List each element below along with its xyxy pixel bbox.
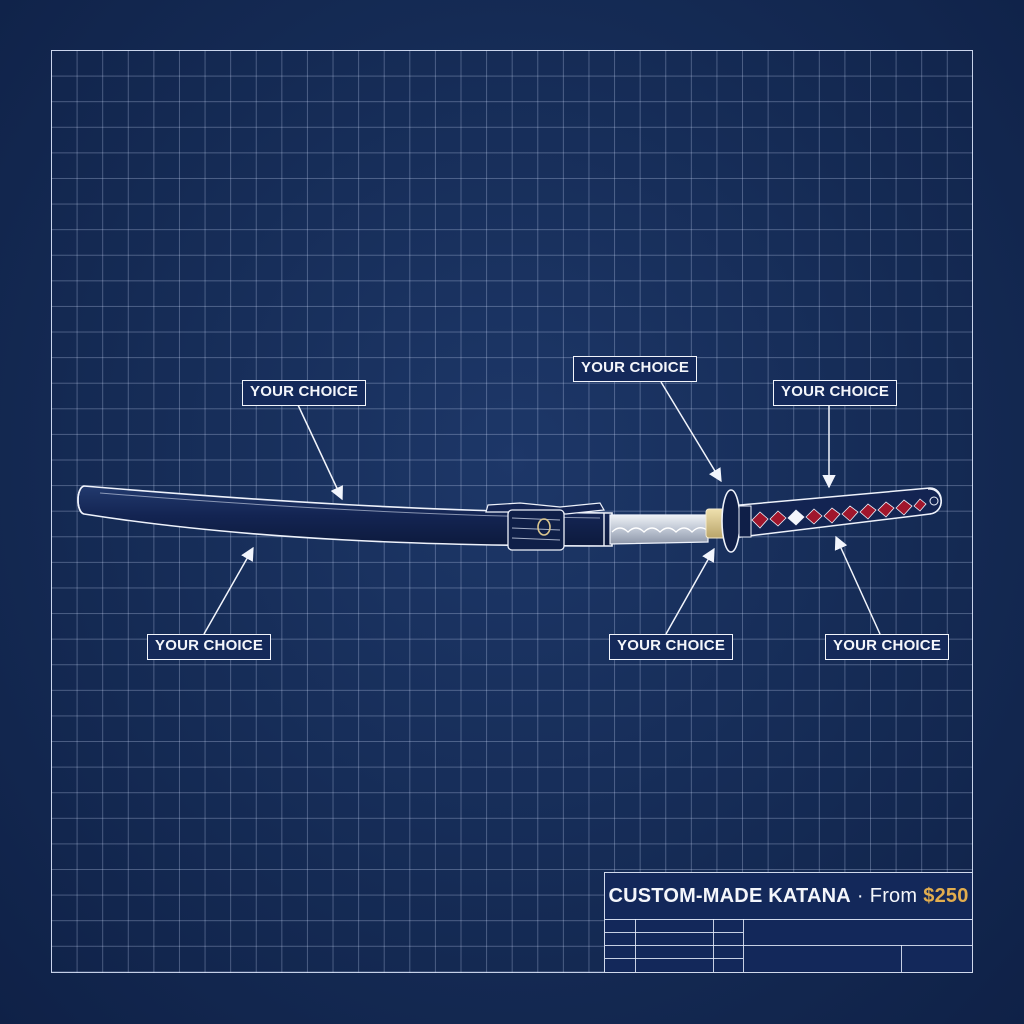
blade bbox=[609, 514, 709, 545]
title-block-rule bbox=[713, 919, 714, 972]
title-block-rule bbox=[743, 945, 972, 946]
price-value: $250 bbox=[923, 884, 969, 907]
title-block-rule bbox=[605, 932, 743, 933]
sageo-wrap bbox=[485, 502, 605, 551]
title-block-rule bbox=[635, 919, 636, 972]
callout-label-ito-top: YOUR CHOICE bbox=[773, 380, 898, 406]
tsuka-handle bbox=[738, 487, 942, 538]
callout-label-tsuba-bottom: YOUR CHOICE bbox=[609, 634, 734, 660]
callout-arrow-tsuba-top bbox=[660, 381, 722, 483]
title-block-rule bbox=[605, 945, 743, 946]
callout-label-tsuba-top: YOUR CHOICE bbox=[573, 356, 698, 382]
product-title: CUSTOM-MADE KATANA bbox=[608, 884, 851, 907]
price-prefix: From bbox=[869, 884, 918, 907]
callout-label-saya-bottom: YOUR CHOICE bbox=[147, 634, 272, 660]
title-block: CUSTOM-MADE KATANA · From $250 bbox=[604, 872, 973, 973]
kashira-cap bbox=[927, 488, 942, 515]
tsuba-guard bbox=[721, 489, 741, 553]
title-block-rule bbox=[901, 945, 902, 972]
callout-arrow-saya-top bbox=[297, 404, 343, 501]
callout-label-tsuka-bottom: YOUR CHOICE bbox=[825, 634, 950, 660]
title-block-rule bbox=[605, 958, 743, 959]
callout-arrow-saya-bottom bbox=[203, 546, 254, 635]
callout-arrow-tsuka-bottom bbox=[834, 535, 881, 635]
callout-arrow-tsuba-bottom bbox=[665, 547, 715, 635]
title-separator: · bbox=[856, 884, 864, 907]
callout-label-saya-top: YOUR CHOICE bbox=[242, 380, 367, 406]
ito-wrap-diamonds bbox=[751, 498, 927, 529]
title-row: CUSTOM-MADE KATANA · From $250 bbox=[605, 873, 972, 920]
